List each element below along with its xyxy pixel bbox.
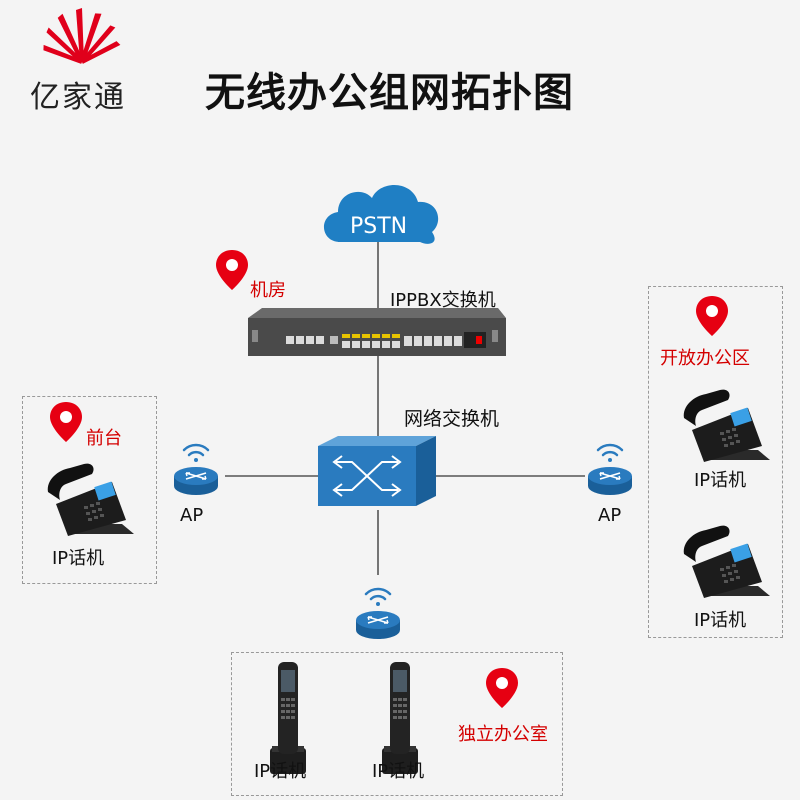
connection-lines: [225, 240, 585, 575]
network-switch-device: [318, 436, 436, 506]
ap-bottom-device: [354, 587, 402, 641]
open-office-label: 开放办公区: [660, 348, 750, 369]
private-office-label: 独立办公室: [458, 724, 548, 745]
ap-right-label: AP: [598, 505, 622, 526]
front-desk-phone-label: IP话机: [52, 548, 105, 569]
open-office-phone1-label: IP话机: [694, 470, 747, 491]
private-office-phone2-label: IP话机: [372, 761, 425, 782]
sun-rays-logo: [43, 8, 121, 64]
pstn-cloud: [323, 184, 439, 244]
ippbx-device: [248, 308, 506, 356]
open-office-phone2-label: IP话机: [694, 610, 747, 631]
private-office-phone1-label: IP话机: [254, 761, 307, 782]
ap-right-device: [586, 443, 634, 497]
private-office-zone: [231, 652, 563, 796]
front-desk-label: 前台: [86, 428, 122, 449]
logo-text: 亿家通: [30, 80, 126, 115]
open-office-zone: [648, 286, 783, 638]
switch-label: 网络交换机: [404, 408, 500, 430]
page-title: 无线办公组网拓扑图: [205, 70, 574, 116]
ap-left-label: AP: [180, 505, 204, 526]
front-desk-zone: [22, 396, 157, 584]
ap-left-device: [172, 443, 220, 497]
server-room-pin-icon: [216, 250, 248, 290]
ippbx-label: IPPBX交换机: [390, 290, 496, 311]
pstn-label: PSTN: [350, 214, 408, 239]
server-room-label: 机房: [250, 280, 286, 301]
